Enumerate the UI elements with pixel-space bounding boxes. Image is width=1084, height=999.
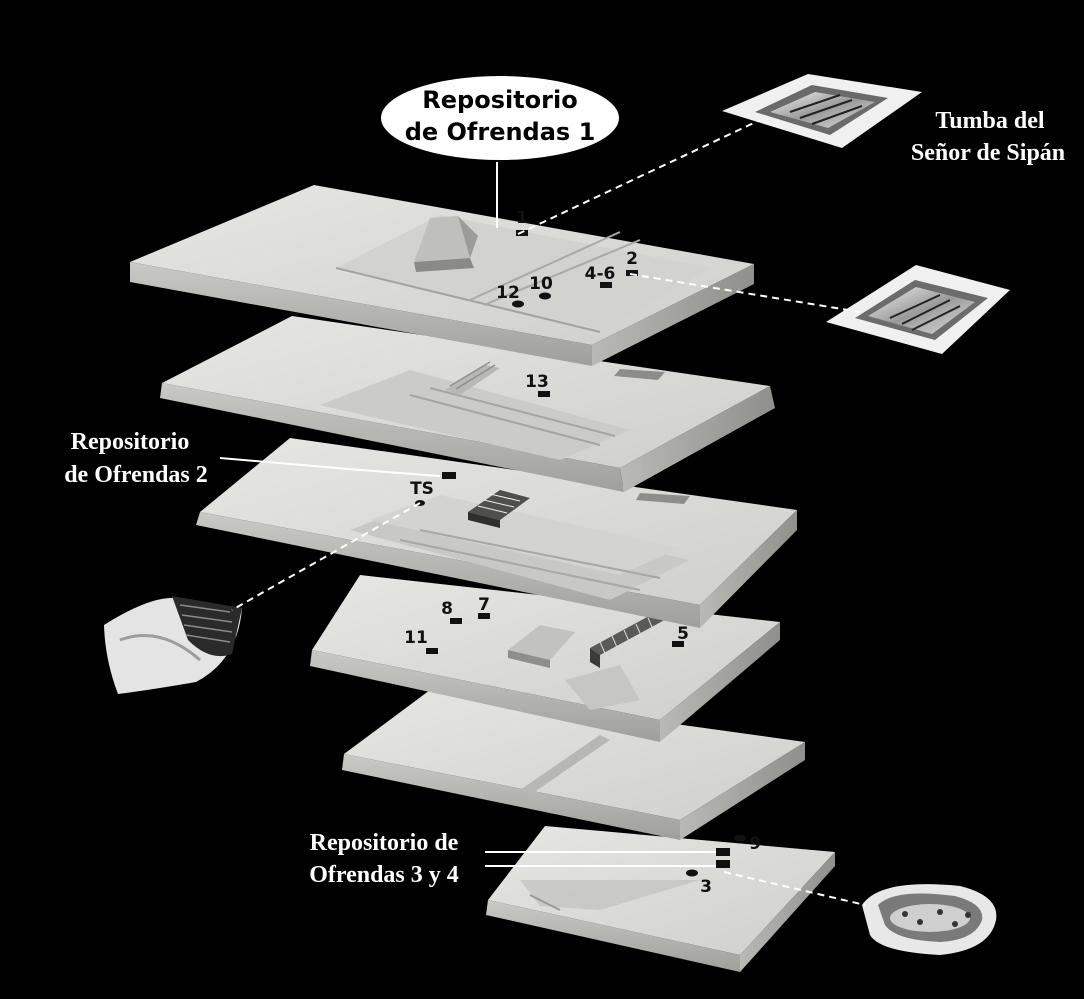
repo1-line1: Repositorio xyxy=(422,86,577,114)
tomb-inset-1 xyxy=(722,74,922,148)
marker-2: 2 xyxy=(626,249,638,269)
marker-1: 1 xyxy=(516,208,528,228)
label-tomb: Tumba del Señor de Sipán xyxy=(911,108,1065,166)
marker-8: 8 xyxy=(441,599,453,619)
tomb-line2: Señor de Sipán xyxy=(911,140,1065,166)
repo1-line2: de Ofrendas 1 xyxy=(405,118,596,146)
connector-repo2 xyxy=(219,457,441,477)
platform-layer-4 xyxy=(310,575,780,742)
marker-13: 13 xyxy=(525,372,549,392)
marker-12: 12 xyxy=(496,283,520,303)
marker-9: 9 xyxy=(749,834,761,854)
tomb-inset-2 xyxy=(826,265,1010,354)
repository-inset-2 xyxy=(104,596,242,694)
platform-layer-3 xyxy=(196,438,797,628)
connector-repo34-inset xyxy=(723,871,866,906)
repo34-line2: Ofrendas 3 y 4 xyxy=(309,862,459,888)
repo34-line1: Repositorio de xyxy=(310,830,459,856)
marker-numbers: 1 2 4-6 10 12 13 TS 8 7 11 5 9 3 xyxy=(404,208,761,897)
platform-layer-1 xyxy=(130,185,754,366)
connector-repo2-inset xyxy=(231,502,421,611)
label-repository-2: Repositorio de Ofrendas 2 xyxy=(64,429,208,488)
marker-7: 7 xyxy=(478,595,490,615)
repo34-markers xyxy=(686,834,746,877)
platform-layer-6 xyxy=(486,826,835,972)
repository-inset-3-4 xyxy=(862,884,997,955)
marker-3: 3 xyxy=(700,877,712,897)
marker-ts: TS xyxy=(410,479,434,499)
tomb-line1: Tumba del xyxy=(935,108,1044,134)
connector-tomb-1 xyxy=(517,119,761,235)
platform-layer-2 xyxy=(160,316,775,492)
connector-tomb-2 xyxy=(629,273,861,313)
repo2-line2: de Ofrendas 2 xyxy=(64,462,208,488)
marker-5: 5 xyxy=(677,624,689,644)
marker-11: 11 xyxy=(404,628,428,648)
platform-layer-5 xyxy=(342,690,805,840)
label-repository-3-4: Repositorio de Ofrendas 3 y 4 xyxy=(309,830,459,888)
connector-lines xyxy=(219,119,866,906)
marker-10: 10 xyxy=(529,274,553,294)
repo2-line1: Repositorio xyxy=(71,429,190,455)
marker-4-6: 4-6 xyxy=(585,264,616,284)
label-repository-1: Repositorio de Ofrendas 1 xyxy=(379,74,621,162)
